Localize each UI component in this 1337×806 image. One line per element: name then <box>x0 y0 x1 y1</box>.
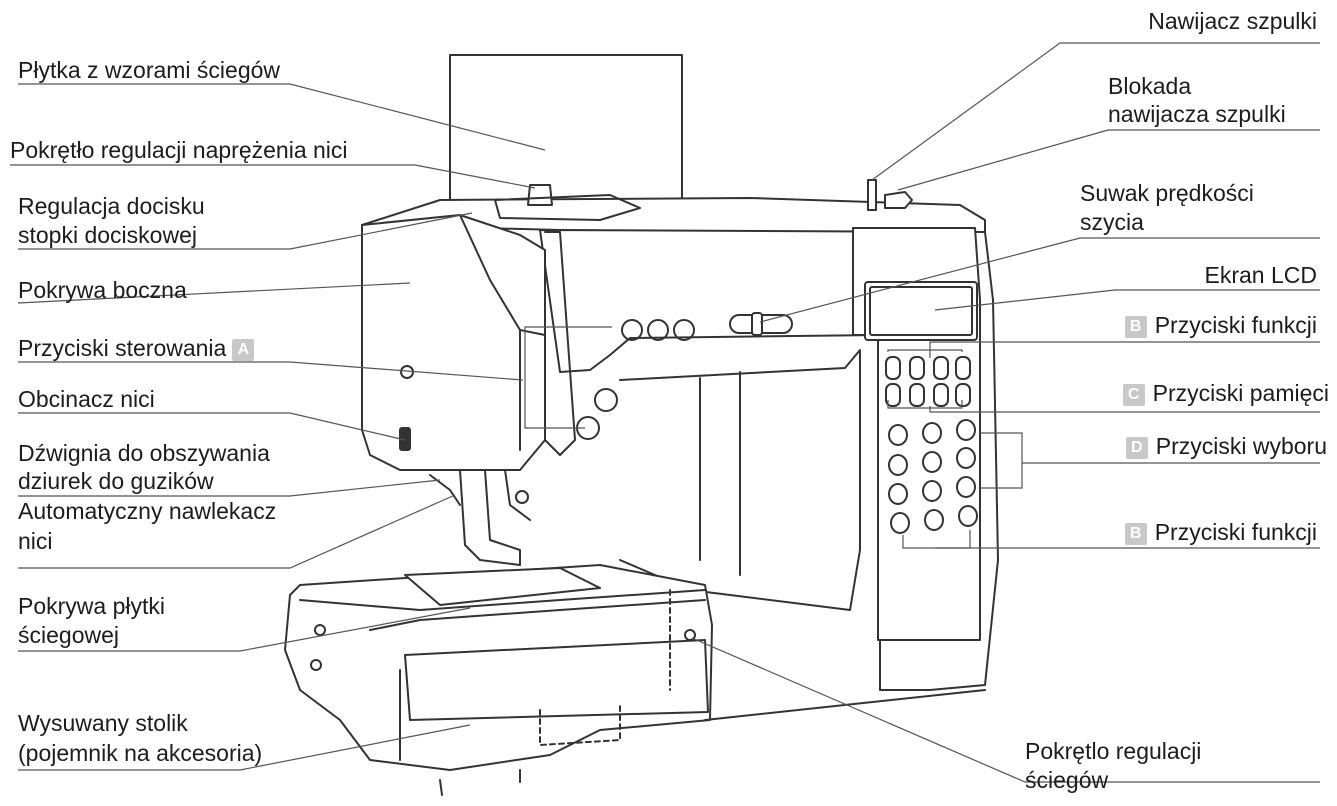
side-cover-shape <box>361 214 546 471</box>
bobbin-winder <box>867 179 877 211</box>
bracket-memory <box>887 400 963 409</box>
needle-plate <box>404 567 601 606</box>
bracket-function-2 <box>902 530 971 549</box>
selection-button-grid <box>888 419 978 534</box>
stitch-dial-shape <box>684 629 696 641</box>
control-button-set <box>576 319 695 440</box>
leader-buttonhole <box>18 479 441 497</box>
badge-a: A <box>232 339 255 361</box>
tension-dial-shape <box>527 184 553 206</box>
leader-threader <box>18 494 456 569</box>
label-presser-1: Regulacja docisku <box>18 193 205 219</box>
badge-b2: B <box>1124 523 1147 545</box>
label-table-2: (pojemnik na akcesoria) <box>18 740 263 766</box>
leader-speed <box>759 237 1320 323</box>
leader-needle-plate <box>18 607 471 652</box>
label-function-buttons-2-text: Przyciski funkcji <box>1154 519 1317 545</box>
leader-function <box>929 341 1320 358</box>
badge-c: C <box>1122 384 1145 406</box>
leader-presser <box>18 212 473 250</box>
leader-side-cover <box>17 282 411 304</box>
leader-control <box>18 361 524 381</box>
label-thread-cutter: Obcinacz nici <box>18 386 155 412</box>
leader-lines <box>10 42 1320 783</box>
label-speed-1: Suwak prędkości <box>1080 180 1254 206</box>
label-stitch-chart: Płytka z wzorami ściegów <box>18 57 281 83</box>
function-button-grid <box>885 356 971 407</box>
leader-table <box>18 724 471 771</box>
lcd-screen <box>864 281 978 341</box>
label-winder-stop-2: nawijacza szpulki <box>1108 101 1286 127</box>
label-function-buttons: B Przyciski funkcji <box>1124 312 1317 339</box>
label-memory-buttons-text: Przyciski pamięci <box>1152 380 1329 406</box>
label-stitch-dial-1: Pokrętlo regulacji <box>1025 738 1202 764</box>
leader-lcd <box>934 289 1320 311</box>
label-tension-dial: Pokrętło regulacji naprężenia nici <box>10 137 348 163</box>
label-winder-stop-1: Blokada <box>1108 73 1192 99</box>
badge-b: B <box>1124 316 1147 338</box>
leader-stitch-chart <box>18 83 546 151</box>
label-stitch-dial-2: ściegów <box>1025 767 1109 793</box>
label-speed-2: szycia <box>1080 209 1144 235</box>
label-needle-plate-1: Pokrywa płytki <box>18 593 165 619</box>
badge-d: D <box>1125 437 1148 459</box>
leader-winder-stop <box>897 129 1320 191</box>
label-lcd: Ekran LCD <box>1204 262 1317 288</box>
label-selection-buttons: D Przyciski wyboru <box>1125 433 1327 460</box>
sewing-machine-drawing <box>284 54 999 796</box>
label-table-1: Wysuwany stolik <box>18 710 188 736</box>
label-selection-buttons-text: Przyciski wyboru <box>1155 433 1327 459</box>
label-function-buttons-text: Przyciski funkcji <box>1154 312 1317 338</box>
needle-bar <box>459 469 521 566</box>
bracket-selection <box>980 432 1023 489</box>
bracket-control <box>524 326 612 429</box>
label-threader-2: nici <box>18 528 53 554</box>
label-bobbin-winder: Nawijacz szpulki <box>1148 8 1317 34</box>
label-presser-2: stopki dociskowej <box>18 222 197 248</box>
leader-stitch-dial <box>691 637 1320 783</box>
label-threader-1: Automatyczny nawlekacz <box>18 498 277 524</box>
label-control-buttons-text: Przyciski sterowania <box>18 335 227 361</box>
label-memory-buttons: C Przyciski pamięci <box>1122 380 1329 407</box>
label-buttonhole-1: Dźwignia do obszywania <box>18 440 270 466</box>
leader-bobbin-winder <box>871 42 1320 181</box>
leader-cutter <box>18 412 406 441</box>
label-needle-plate-2: ściegowej <box>18 622 119 648</box>
leader-tension <box>10 164 536 189</box>
machine-base <box>284 564 713 771</box>
label-buttonhole-2: dziurek do guzików <box>18 468 214 494</box>
label-side-cover: Pokrywa boczna <box>18 277 187 303</box>
extension-table <box>404 639 709 721</box>
label-function-buttons-2: B Przyciski funkcji <box>1124 519 1317 546</box>
bracket-function <box>887 349 963 352</box>
